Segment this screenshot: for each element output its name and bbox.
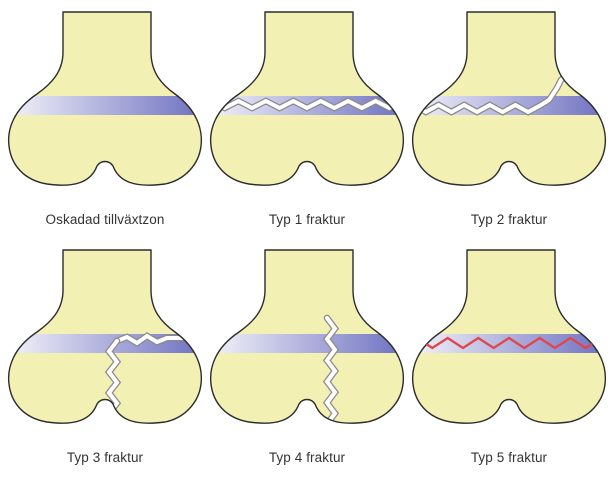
femur-diagram-type-3 <box>5 246 205 446</box>
panel-type-2: Typ 2 fraktur <box>409 8 609 238</box>
caption-type-3: Typ 3 fraktur <box>5 450 205 465</box>
caption-type-4: Typ 4 fraktur <box>207 450 407 465</box>
growth-plate <box>5 96 205 115</box>
femur-diagram-type-1 <box>207 8 407 208</box>
femur-diagram-intact <box>5 8 205 208</box>
femur-diagram-type-2 <box>409 8 609 208</box>
femur-diagram-type-5 <box>409 246 609 446</box>
panel-type-4: Typ 4 fraktur <box>207 246 407 476</box>
caption-type-1: Typ 1 fraktur <box>207 212 407 227</box>
panel-type-5: Typ 5 fraktur <box>409 246 609 476</box>
panel-intact: Oskadad tillväxtzon <box>5 8 205 238</box>
panel-type-3: Typ 3 fraktur <box>5 246 205 476</box>
femur-diagram-type-4 <box>207 246 407 446</box>
caption-type-2: Typ 2 fraktur <box>409 212 609 227</box>
caption-type-5: Typ 5 fraktur <box>409 450 609 465</box>
caption-intact: Oskadad tillväxtzon <box>5 212 205 227</box>
growth-plate <box>207 334 407 353</box>
panel-type-1: Typ 1 fraktur <box>207 8 407 238</box>
